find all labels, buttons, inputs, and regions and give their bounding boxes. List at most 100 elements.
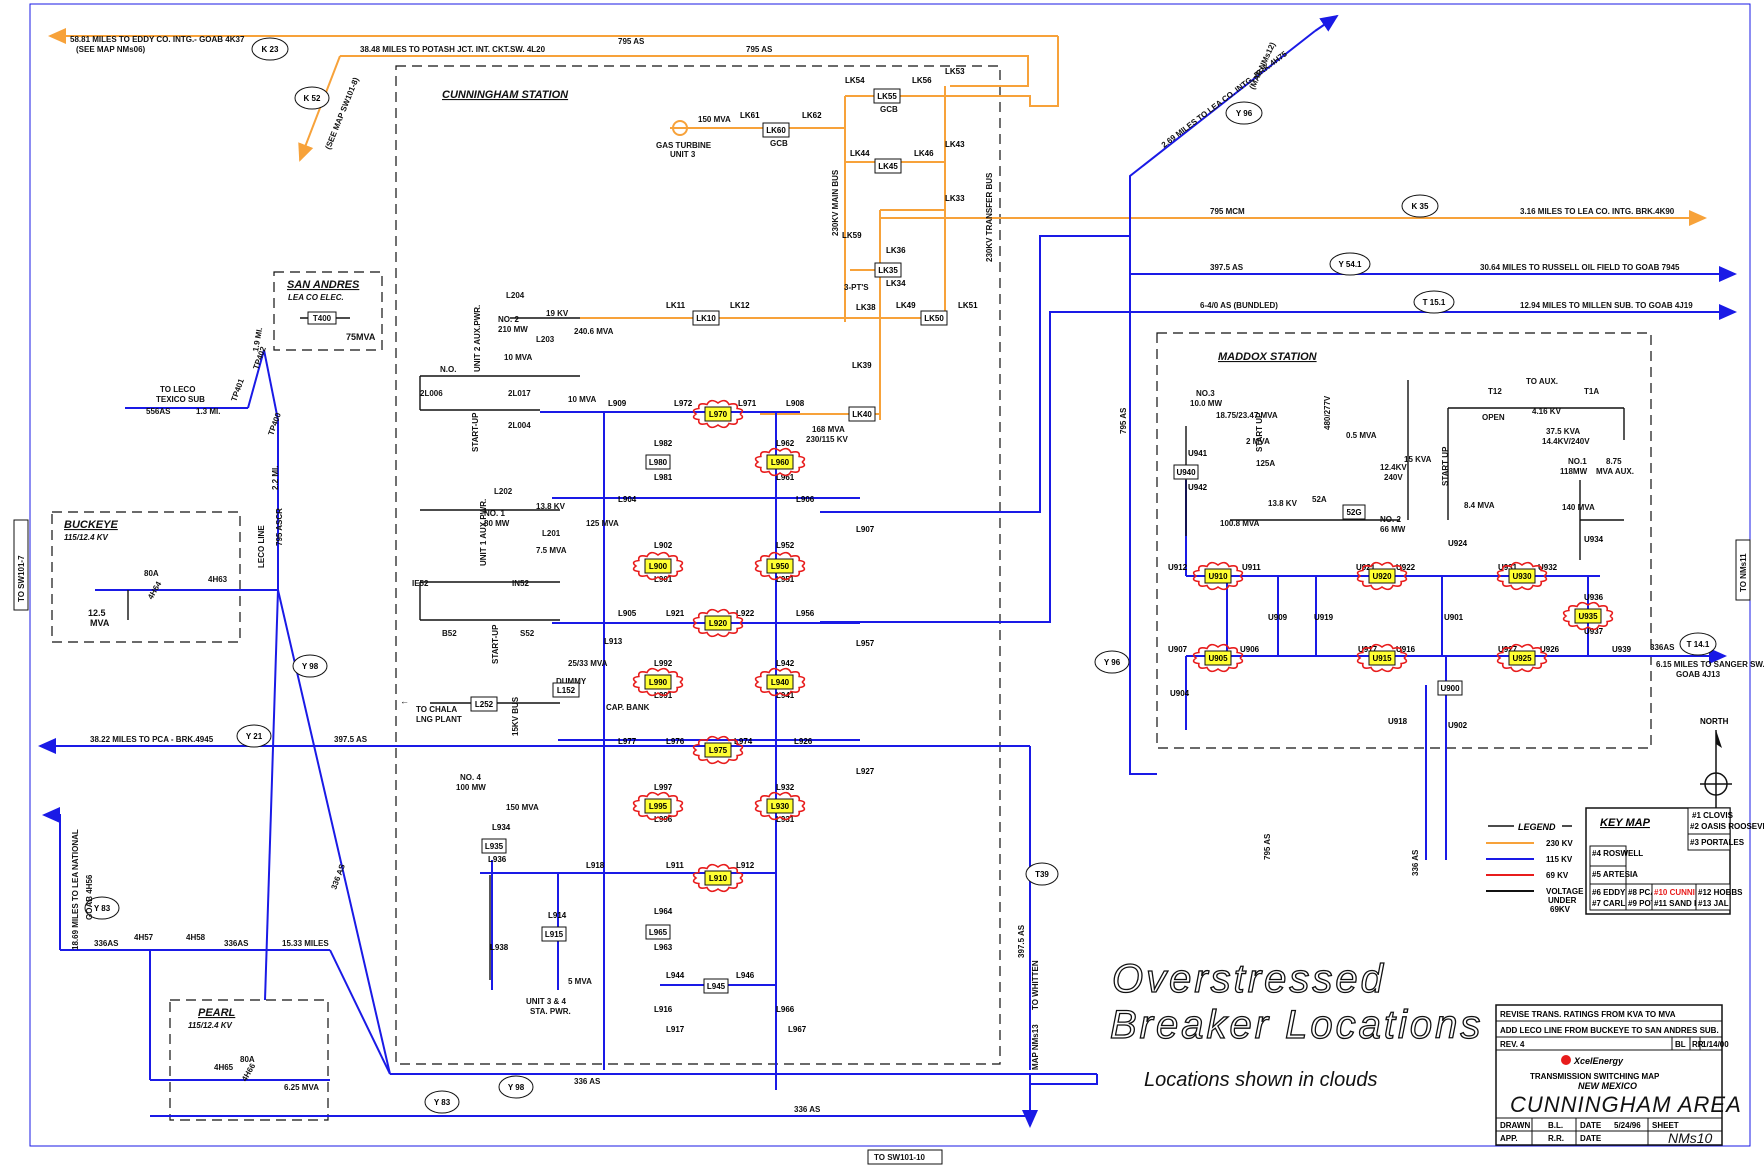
svg-text:37.5 KVA: 37.5 KVA (1546, 427, 1580, 436)
svg-text:2 MVA: 2 MVA (1246, 437, 1270, 446)
svg-text:STA. PWR.: STA. PWR. (530, 1007, 571, 1016)
svg-text:397.5 AS: 397.5 AS (1210, 263, 1244, 272)
svg-text:336AS: 336AS (224, 939, 249, 948)
breaker-u906: U906 (1240, 645, 1260, 654)
svg-text:#5 ARTESIA: #5 ARTESIA (1592, 870, 1638, 879)
breaker-u931: U931 (1498, 563, 1518, 572)
breaker-l952: L952 (776, 541, 795, 550)
svg-text:10.0 MW: 10.0 MW (1190, 399, 1222, 408)
svg-text:IN52: IN52 (512, 579, 529, 588)
breaker-lk50: LK50 (920, 310, 948, 326)
svg-text:L970: L970 (709, 410, 728, 419)
legend: LEGEND 230 KV 115 KV 69 KV VOLTAGEUNDER6… (1486, 717, 1732, 914)
breaker-l920: L920 (704, 615, 732, 631)
svg-text:795 AS: 795 AS (1119, 407, 1128, 434)
svg-text:LK10: LK10 (696, 314, 716, 323)
breaker-l922: L922 (736, 609, 755, 618)
breaker-l906: L906 (796, 495, 815, 504)
breaker-lk59: LK59 (842, 231, 862, 240)
west-labels: TO LECO TEXICO SUB 556AS 1.3 MI. TP401 T… (13, 311, 1751, 1165)
breaker-l927: L927 (856, 767, 875, 776)
overstressed-l995 (632, 791, 684, 821)
svg-text:GAS TURBINE: GAS TURBINE (656, 141, 712, 150)
overstressed-u935 (1562, 601, 1614, 631)
breaker-l962: L962 (776, 439, 795, 448)
svg-text:RR: RR (1692, 1040, 1704, 1049)
key-map: KEY MAP #1 CLOVIS #2 OASIS ROOSEVELT #3 … (1585, 807, 1764, 915)
svg-text:150 MVA: 150 MVA (506, 803, 539, 812)
svg-text:KEY MAP: KEY MAP (1600, 817, 1651, 829)
svg-text:T12: T12 (1488, 387, 1502, 396)
overstressed-l960 (754, 447, 806, 477)
svg-text:2.2 MI.: 2.2 MI. (271, 466, 280, 490)
breaker-u909: U909 (1268, 613, 1288, 622)
svg-text:240.6 MVA: 240.6 MVA (574, 327, 614, 336)
svg-text:#2 OASIS ROOSEVELT: #2 OASIS ROOSEVELT (1690, 822, 1764, 831)
svg-text:14.4KV/240V: 14.4KV/240V (1542, 437, 1590, 446)
svg-text:4: 4 (1520, 1040, 1525, 1049)
svg-text:L930: L930 (771, 802, 790, 811)
svg-text:CUNNINGHAM AREA: CUNNINGHAM AREA (1510, 1092, 1742, 1117)
overstressed-l930 (754, 791, 806, 821)
breaker-l913: L913 (604, 637, 623, 646)
breaker-l980: L980 (645, 454, 671, 470)
breaker-u930: U930 (1508, 568, 1536, 584)
breaker-lk44: LK44 (850, 149, 870, 158)
svg-text:UNIT 2 AUX.PWR.: UNIT 2 AUX.PWR. (473, 305, 482, 372)
svg-text:100 MW: 100 MW (456, 783, 486, 792)
svg-text:LK50: LK50 (924, 314, 944, 323)
tag-k52: K 52 (294, 86, 330, 110)
breaker-l990: L990 (644, 674, 672, 690)
breaker-l905: L905 (618, 609, 637, 618)
breaker-l956: L956 (796, 609, 815, 618)
breaker-l900: L900 (644, 558, 672, 574)
svg-text:UNIT 3: UNIT 3 (670, 150, 696, 159)
tag-y98: Y 98 (292, 654, 328, 678)
svg-text:L252: L252 (475, 700, 494, 709)
breaker-lk53: LK53 (945, 67, 965, 76)
svg-text:556AS: 556AS (146, 407, 171, 416)
svg-text:MVA AUX.: MVA AUX. (1596, 467, 1634, 476)
svg-text:ADD LECO LINE FROM BUCKEYE TO: ADD LECO LINE FROM BUCKEYE TO SAN ANDRES… (1500, 1026, 1719, 1035)
svg-text:LECO LINE: LECO LINE (257, 525, 266, 568)
cunningham-230-labels: 230KV MAIN BUS 230KV TRANSFER BUS GAS TU… (656, 105, 994, 444)
svg-text:L940: L940 (771, 678, 790, 687)
breaker-lk45: LK45 (874, 158, 902, 174)
svg-text:START-UP: START-UP (491, 624, 500, 664)
svg-text:B52: B52 (442, 629, 457, 638)
svg-text:LK35: LK35 (878, 266, 898, 275)
svg-text:LK60: LK60 (766, 126, 786, 135)
breaker-u937: U937 (1584, 627, 1604, 636)
eddy-sub-label: (SEE MAP NMs06) (76, 45, 146, 54)
breaker-lk12: LK12 (730, 301, 750, 310)
breaker-locations-title: Breaker Locations (1110, 1003, 1483, 1047)
breaker-u915: U915 (1368, 650, 1396, 666)
svg-text:#7 CARLSBAD: #7 CARLSBAD (1592, 899, 1648, 908)
svg-text:115 KV: 115 KV (1546, 855, 1573, 864)
breaker-u901: U901 (1444, 613, 1464, 622)
svg-text:125 MVA: 125 MVA (586, 519, 619, 528)
svg-text:5 MVA: 5 MVA (568, 977, 592, 986)
svg-text:OPEN: OPEN (1482, 413, 1505, 422)
svg-text:52A: 52A (1312, 495, 1327, 504)
breaker-u922: U922 (1396, 563, 1416, 572)
svg-text:15.33 MILES: 15.33 MILES (282, 939, 329, 948)
overstressed-l900 (632, 551, 684, 581)
breaker-l936: L936 (488, 855, 507, 864)
overstressed-l970 (692, 399, 744, 429)
svg-text:NEW MEXICO: NEW MEXICO (1578, 1081, 1637, 1091)
svg-text:TP401: TP401 (229, 377, 246, 403)
svg-text:L920: L920 (709, 619, 728, 628)
svg-text:L975: L975 (709, 746, 728, 755)
svg-text:GCB: GCB (880, 105, 898, 114)
breaker-u936: U936 (1584, 593, 1604, 602)
breaker-lk56: LK56 (912, 76, 932, 85)
tag-y21: Y 21 (236, 724, 272, 748)
svg-text:NORTH: NORTH (1700, 717, 1729, 726)
svg-text:#10 CUNNINGHAM: #10 CUNNINGHAM (1654, 888, 1725, 897)
breaker-u939: U939 (1612, 645, 1632, 654)
tag-y83b: Y 83 (424, 1090, 460, 1114)
eddy-label: 58.81 MILES TO EDDY CO. INTG.- GOAB 4K37 (70, 35, 245, 44)
breaker-u918: U918 (1388, 717, 1408, 726)
overstressed-u930 (1496, 561, 1548, 591)
